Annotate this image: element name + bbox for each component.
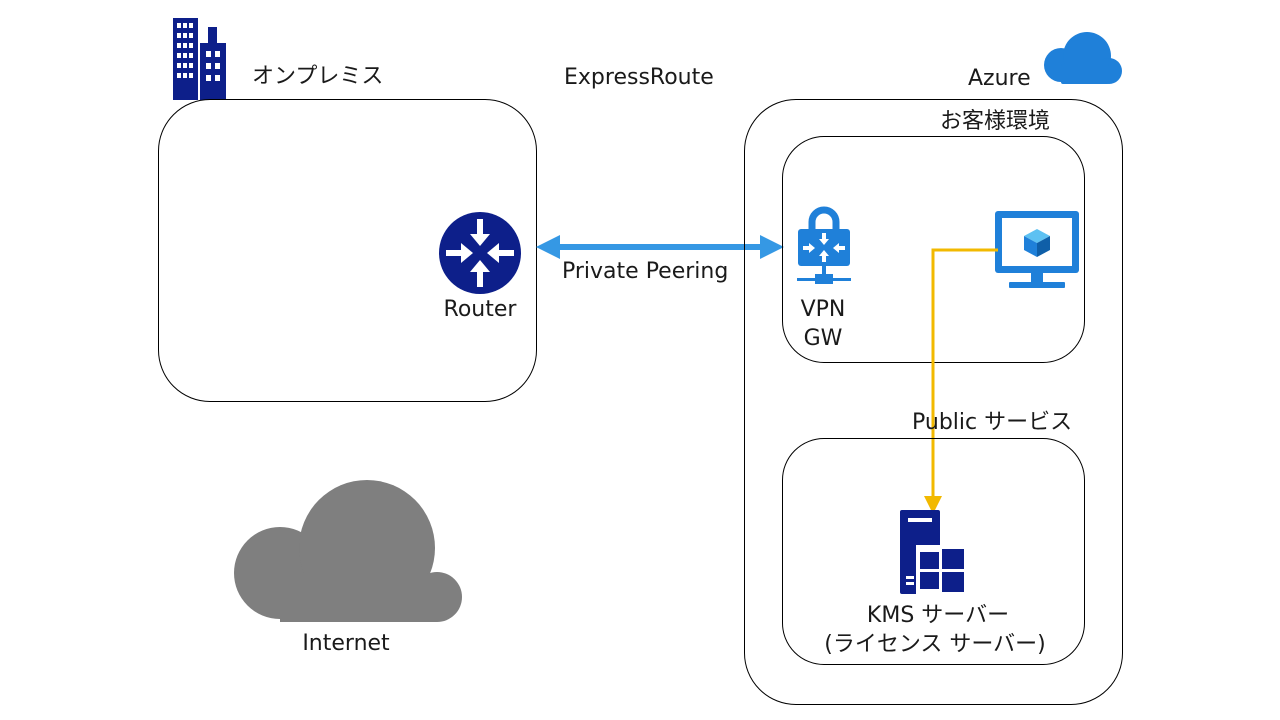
virtual-machine-icon — [995, 211, 1079, 288]
vpn-gateway-icon — [797, 206, 851, 284]
kms-route-arrow — [924, 248, 998, 514]
public-services-label: Public サービス — [912, 410, 1073, 435]
onprem-title: オンプレミス — [252, 64, 384, 89]
public-services-box — [782, 438, 1085, 665]
expressroute-title: ExpressRoute — [564, 65, 714, 90]
azure-title: Azure — [968, 66, 1031, 91]
internet-label: Internet — [302, 631, 390, 656]
azure-cloud-icon — [1044, 32, 1122, 84]
vpn-gw-label-line2: GW — [803, 326, 843, 351]
onprem-container — [158, 99, 537, 402]
customer-env-label: お客様環境 — [940, 109, 1051, 134]
private-peering-label: Private Peering — [562, 259, 729, 284]
kms-server-label-line1: KMS サーバー — [866, 603, 1010, 628]
internet-cloud-icon — [234, 480, 462, 622]
windows-server-icon — [900, 510, 968, 594]
router-icon — [439, 212, 521, 294]
vpn-gw-label-line1: VPN — [800, 297, 846, 322]
kms-server-label-line2: (ライセンス サーバー) — [824, 632, 1046, 657]
building-icon — [173, 18, 226, 100]
private-peering-arrow — [536, 235, 784, 259]
router-label: Router — [443, 297, 517, 322]
azure-container — [744, 99, 1123, 705]
